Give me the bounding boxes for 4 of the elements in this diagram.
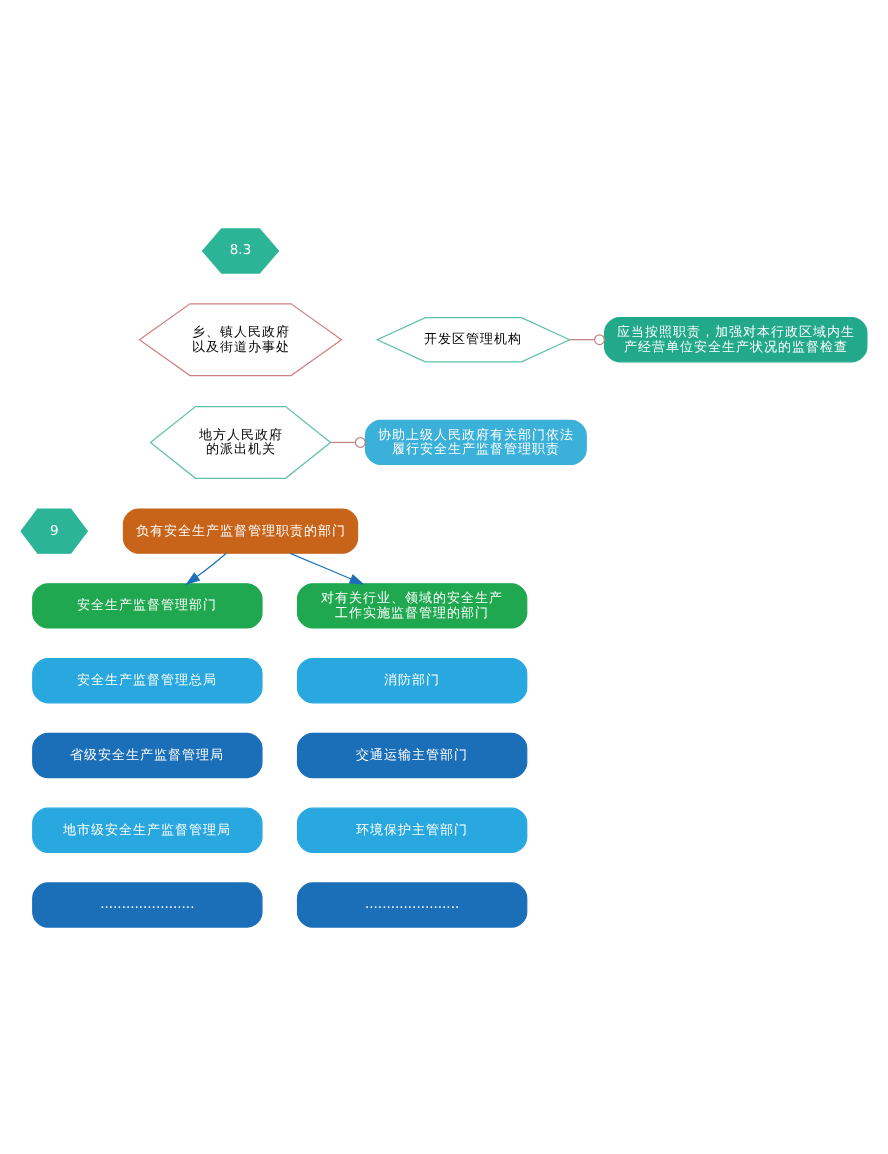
connector bbox=[330, 435, 366, 447]
connector bbox=[569, 333, 606, 345]
arrow bbox=[185, 551, 227, 584]
arrow bbox=[289, 551, 365, 584]
